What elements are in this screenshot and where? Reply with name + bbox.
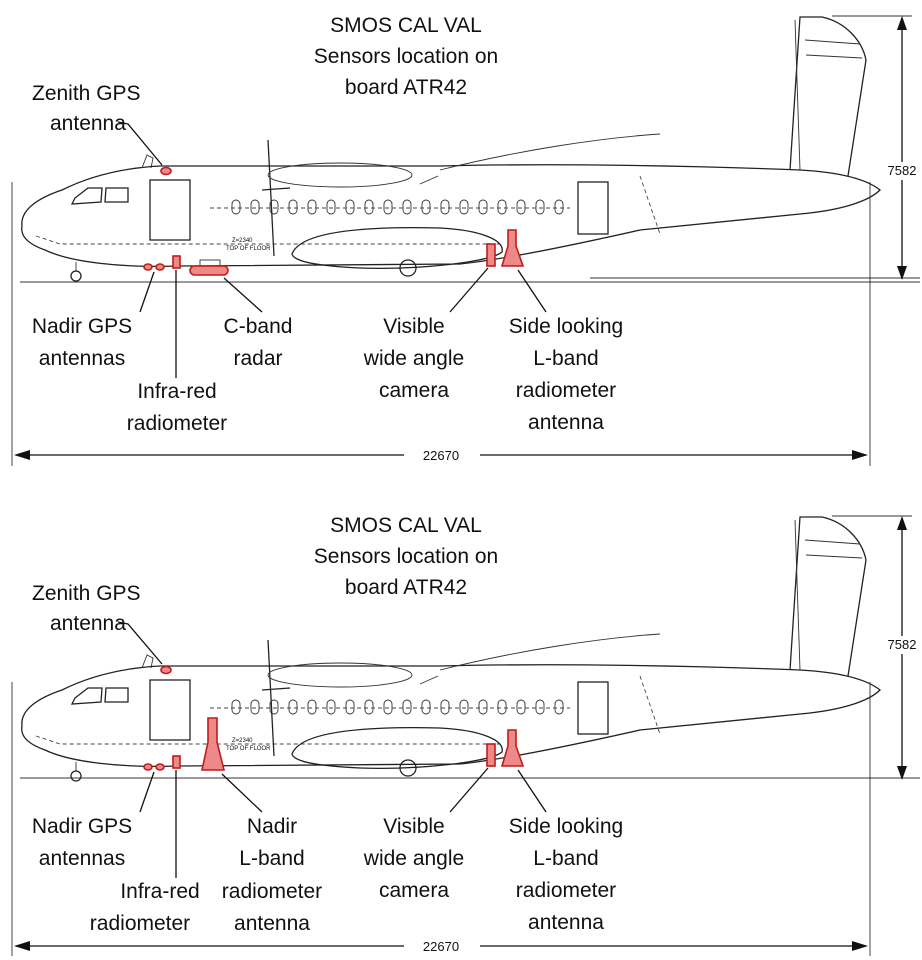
side-looking-antenna-sensor [500, 729, 525, 767]
arrow-middle-sensor [221, 773, 263, 813]
visible-camera-sensor [486, 743, 496, 767]
label-side-looking: Side looking [509, 315, 623, 338]
title-line-2: Sensors location on [314, 545, 498, 568]
title-line-1: SMOS CAL VAL [330, 14, 482, 37]
aircraft-diagram-top: SMOS CAL VAL Sensors location on board A… [11, 14, 920, 466]
label-side-looking-3: radiometer [516, 379, 616, 402]
label-infra-red: Infra-red [137, 380, 216, 403]
title-line-3: board ATR42 [345, 76, 467, 99]
label-zenith-gps-2: antenna [50, 112, 126, 135]
label-visible-camera-2: wide angle [363, 847, 464, 870]
side-looking-antenna-sensor [500, 229, 525, 267]
length-dimension-label: 22670 [423, 939, 459, 954]
label-middle-sensor-3: radiometer [222, 880, 322, 903]
label-side-looking-4: antenna [528, 911, 604, 934]
height-label-bg [884, 636, 920, 654]
height-dimension-label: 7582 [888, 163, 917, 178]
label-visible-camera-2: wide angle [363, 347, 464, 370]
label-nadir-gps: Nadir GPS [32, 315, 132, 338]
nadir-gps-sensor-2 [155, 263, 165, 271]
label-infra-red-2: radiometer [127, 412, 227, 435]
length-extension-lines [11, 182, 871, 466]
arrow-visible-camera [449, 767, 489, 813]
label-side-looking-2: L-band [533, 347, 598, 370]
infra-red-sensor [172, 755, 181, 769]
length-extension-lines [11, 682, 871, 956]
label-infra-red-2: radiometer [90, 912, 190, 935]
arrow-zenith-gps [117, 121, 163, 166]
label-zenith-gps-2: antenna [50, 612, 126, 635]
title-line-3: board ATR42 [345, 576, 467, 599]
label-side-looking-3: radiometer [516, 879, 616, 902]
arrow-zenith-gps [117, 621, 163, 665]
label-side-looking-4: antenna [528, 411, 604, 434]
arrow-visible-camera [449, 267, 489, 313]
infra-red-sensor [172, 255, 181, 269]
label-zenith-gps: Zenith GPS [32, 82, 141, 105]
c-band-radar-sensor [189, 265, 229, 276]
aircraft-outline [20, 16, 920, 283]
nadir-l-band-antenna-sensor [201, 717, 226, 771]
visible-camera-sensor [486, 243, 496, 267]
label-zenith-gps: Zenith GPS [32, 582, 141, 605]
label-visible-camera-3: camera [379, 879, 449, 902]
arrow-middle-sensor [223, 277, 263, 313]
label-side-looking: Side looking [509, 815, 623, 838]
diagram-panel-top: SMOS CAL VAL Sensors location on board A… [11, 14, 920, 466]
label-side-looking-2: L-band [533, 847, 598, 870]
label-visible-camera: Visible [383, 815, 444, 838]
title-line-2: Sensors location on [314, 45, 498, 68]
diagram-panel-bottom: SMOS CAL VAL Sensors location on board A… [0, 480, 922, 960]
zenith-gps-sensor [160, 166, 172, 176]
label-middle-sensor-2: L-band [239, 847, 304, 870]
floor-z-label: Z=2340 [232, 738, 253, 744]
nadir-gps-sensor-1 [143, 763, 153, 771]
floor-top-label: TOP OF FLOOR [226, 746, 271, 752]
nadir-gps-sensor-1 [143, 263, 153, 271]
label-nadir-gps-2: antennas [39, 847, 125, 870]
arrow-nadir-gps [139, 771, 155, 813]
label-nadir-gps-2: antennas [39, 347, 125, 370]
label-visible-camera: Visible [383, 315, 444, 338]
arrow-nadir-gps [139, 271, 155, 313]
height-label-bg [884, 162, 920, 180]
label-infra-red: Infra-red [120, 880, 199, 903]
arrow-side-looking [517, 769, 547, 813]
length-label-bg [404, 937, 480, 955]
nadir-gps-sensor-2 [155, 763, 165, 771]
floor-top-label: TOP OF FLOOR [226, 246, 271, 252]
aircraft-outline [20, 516, 920, 782]
length-dimension-label: 22670 [423, 448, 459, 463]
label-middle-sensor-4: antenna [234, 912, 310, 935]
floor-z-label: Z=2340 [232, 238, 253, 244]
label-middle-sensor: C-band [224, 315, 293, 338]
label-middle-sensor: Nadir [247, 815, 297, 838]
title-line-1: SMOS CAL VAL [330, 514, 482, 537]
arrow-side-looking [517, 269, 547, 313]
height-dimension-label: 7582 [888, 637, 917, 652]
label-middle-sensor-2: radar [233, 347, 282, 370]
length-label-bg [404, 446, 480, 464]
aircraft-diagram-bottom: SMOS CAL VAL Sensors location on board A… [11, 514, 920, 956]
label-visible-camera-3: camera [379, 379, 449, 402]
label-nadir-gps: Nadir GPS [32, 815, 132, 838]
zenith-gps-sensor [160, 665, 172, 675]
